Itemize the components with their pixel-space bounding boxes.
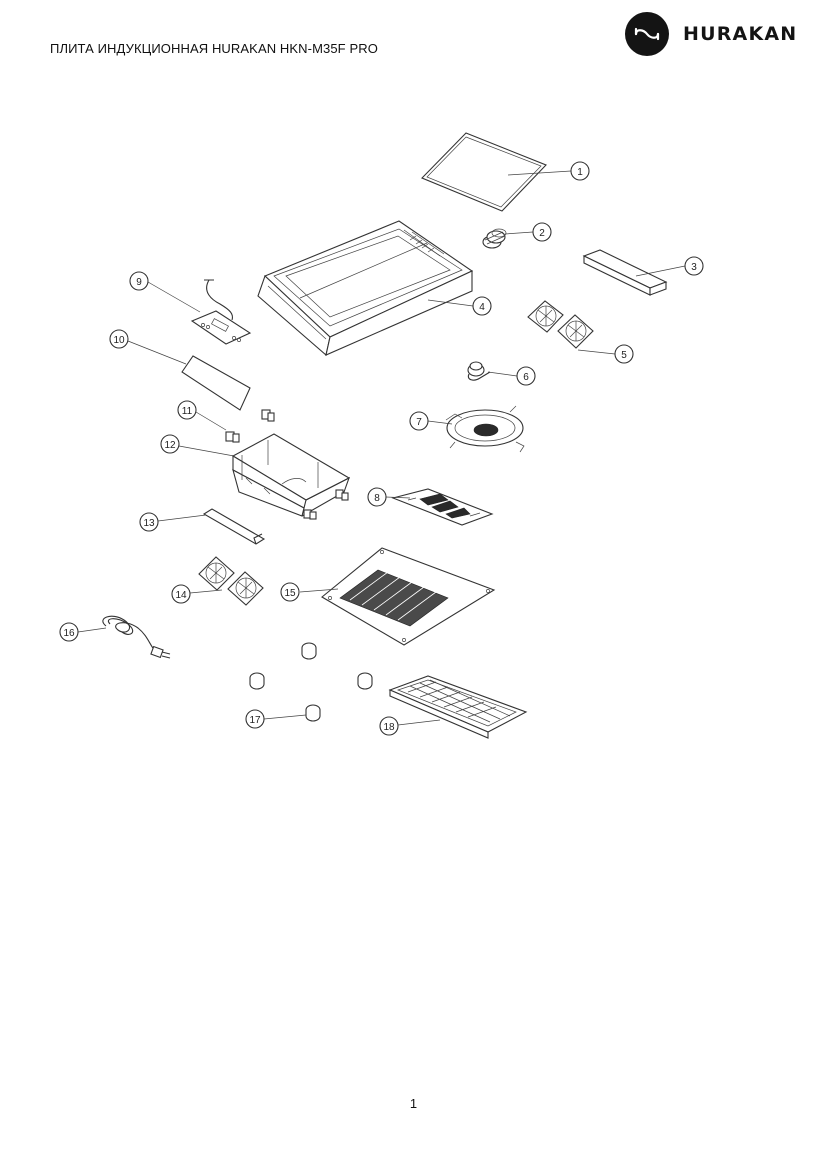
page-title: ПЛИТА ИНДУКЦИОННАЯ HURAKAN HKN-M35F PRO xyxy=(50,41,378,56)
part-7-induction-coil xyxy=(445,405,525,453)
part-8-power-board xyxy=(391,488,494,526)
part-16-power-cord xyxy=(102,615,171,659)
part-18-filter xyxy=(388,675,528,739)
brand-name: HURAKAN xyxy=(683,23,798,45)
callout-9: 9 xyxy=(129,271,149,291)
callout-8: 8 xyxy=(367,487,387,507)
callout-11: 11 xyxy=(177,400,197,420)
callout-label: 7 xyxy=(416,417,422,428)
part-14-bottom-fans xyxy=(198,556,264,606)
part-10-panel-film xyxy=(181,355,251,411)
callout-7: 7 xyxy=(409,411,429,431)
callout-3: 3 xyxy=(684,256,704,276)
callout-label: 17 xyxy=(249,715,261,726)
callout-label: 1 xyxy=(577,167,583,178)
callout-label: 9 xyxy=(136,277,142,288)
part-15-bottom-plate xyxy=(321,547,496,646)
part-6-sensor xyxy=(467,361,491,381)
callout-label: 4 xyxy=(479,302,485,313)
part-1-glass-plate xyxy=(421,132,547,212)
callout-15: 15 xyxy=(280,582,300,602)
callout-label: 2 xyxy=(539,228,545,239)
callout-label: 10 xyxy=(113,335,125,346)
callout-13: 13 xyxy=(139,512,159,532)
part-12-inner-frame xyxy=(231,433,351,520)
part-2-connector xyxy=(482,228,507,249)
part-9-control-board xyxy=(190,279,252,345)
leader-lines xyxy=(77,170,686,726)
part-4-housing xyxy=(257,220,474,357)
callout-1: 1 xyxy=(570,161,590,181)
part-3-bracket xyxy=(582,249,668,296)
brand-logo: HURAKAN xyxy=(625,12,797,56)
callout-18: 18 xyxy=(379,716,399,736)
part-11-holders xyxy=(225,409,275,443)
part-5-fans xyxy=(527,300,594,349)
part-17-feet xyxy=(249,642,373,722)
callout-label: 11 xyxy=(182,406,193,417)
page-number: 1 xyxy=(409,1096,418,1111)
callout-label: 13 xyxy=(143,518,155,529)
callout-label: 12 xyxy=(164,440,176,451)
callout-label: 6 xyxy=(523,372,529,383)
callout-2: 2 xyxy=(532,222,552,242)
callout-4: 4 xyxy=(472,296,492,316)
callout-6: 6 xyxy=(516,366,536,386)
callout-label: 5 xyxy=(621,350,627,361)
part-13-cable-clip xyxy=(202,508,266,545)
callout-14: 14 xyxy=(171,584,191,604)
callout-16: 16 xyxy=(59,622,79,642)
callout-label: 3 xyxy=(691,262,697,273)
callout-10: 10 xyxy=(109,329,129,349)
callout-label: 16 xyxy=(63,628,75,639)
callout-label: 14 xyxy=(175,590,187,601)
callout-12: 12 xyxy=(160,434,180,454)
callout-label: 8 xyxy=(374,493,380,504)
callout-5: 5 xyxy=(614,344,634,364)
callout-label: 18 xyxy=(383,722,395,733)
infinity-wave-icon xyxy=(625,12,669,56)
callout-17: 17 xyxy=(245,709,265,729)
callout-label: 15 xyxy=(284,588,296,599)
